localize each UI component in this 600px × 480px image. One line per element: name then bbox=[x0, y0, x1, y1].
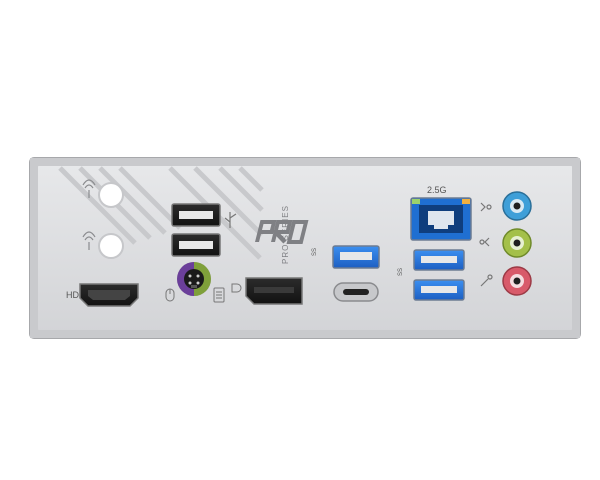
usb2-port-bottom[interactable] bbox=[171, 233, 221, 257]
usb-icon bbox=[224, 212, 237, 228]
lan-speed-label: 2.5G bbox=[427, 185, 447, 195]
mouse-icon bbox=[165, 288, 175, 302]
keyboard-icon bbox=[213, 287, 225, 303]
usb2-port-top[interactable] bbox=[171, 203, 221, 227]
pro-series-label: PRO SERIES bbox=[281, 205, 290, 264]
hdmi-port[interactable] bbox=[79, 283, 139, 307]
usb3-port-lower[interactable] bbox=[413, 279, 465, 301]
wifi-antenna-2 bbox=[98, 233, 124, 259]
lan-port[interactable] bbox=[410, 197, 472, 241]
audio-line-in-jack[interactable] bbox=[502, 191, 532, 221]
displayport-icon bbox=[231, 283, 242, 293]
usb3-label-1: SS bbox=[312, 248, 318, 256]
audio-mic-jack[interactable] bbox=[502, 266, 532, 296]
usb3-port-upper[interactable] bbox=[413, 249, 465, 271]
displayport-port[interactable] bbox=[245, 277, 303, 305]
usb3-label-2: SS bbox=[398, 268, 404, 276]
usb-c-port[interactable] bbox=[333, 282, 379, 302]
wifi-antenna-icon bbox=[82, 179, 96, 250]
line-out-icon bbox=[479, 237, 490, 247]
ps2-port[interactable] bbox=[177, 262, 211, 296]
line-in-icon bbox=[480, 202, 492, 212]
usb3-type-a-port[interactable] bbox=[332, 245, 380, 269]
decorative-stripes bbox=[58, 166, 264, 260]
hdmi-label: HDMI bbox=[66, 290, 89, 300]
audio-line-out-jack[interactable] bbox=[502, 228, 532, 258]
mic-icon bbox=[480, 274, 493, 287]
wifi-antenna-1 bbox=[98, 182, 124, 208]
pro-logo: PRO SERIES bbox=[255, 205, 309, 264]
